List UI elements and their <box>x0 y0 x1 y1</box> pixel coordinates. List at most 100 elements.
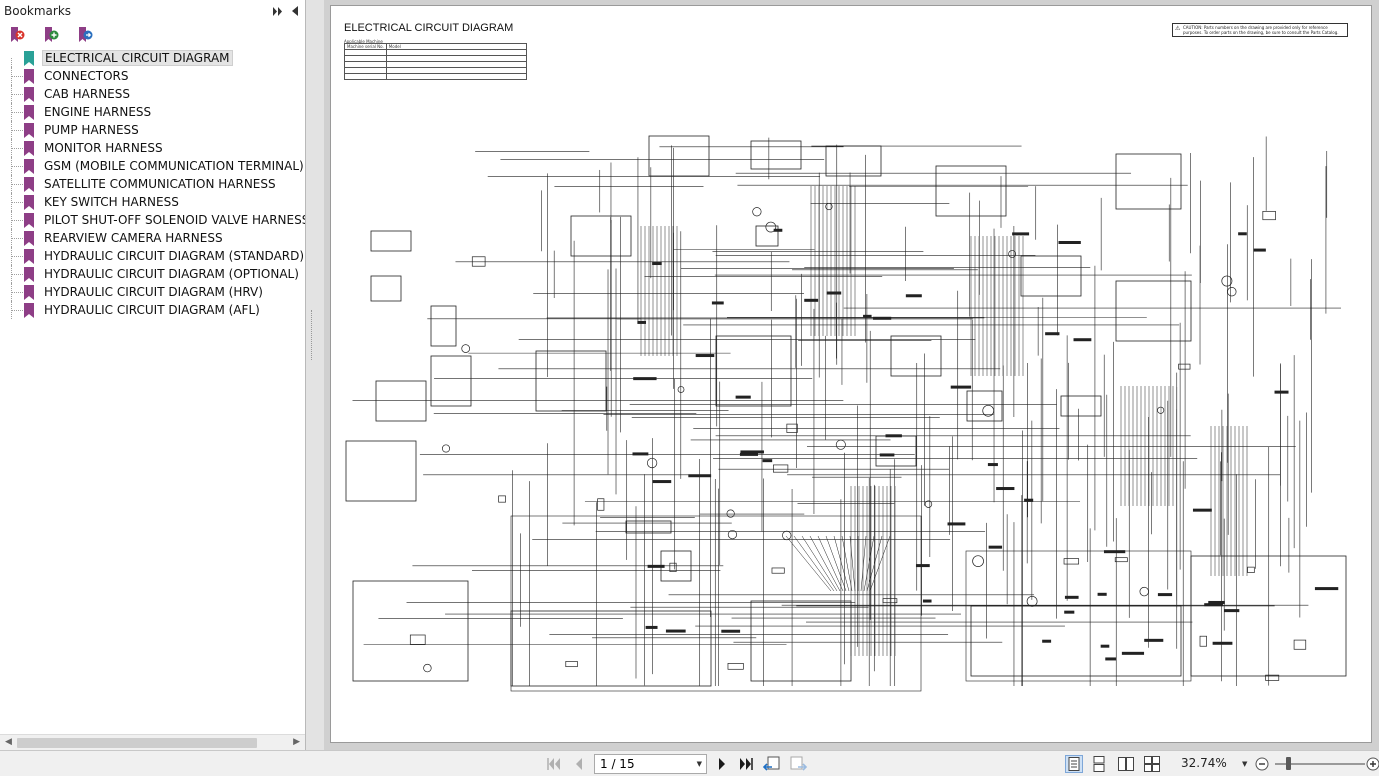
bookmark-icon <box>24 122 34 138</box>
bookmark-item[interactable]: ELECTRICAL CIRCUIT DIAGRAM <box>0 49 305 67</box>
add-bookmark-icon[interactable] <box>42 26 60 44</box>
bookmark-label: KEY SWITCH HARNESS <box>44 195 179 209</box>
continuous-view-icon[interactable] <box>1090 755 1108 773</box>
applicable-machine-table: Machine serial No. Model <box>344 43 527 80</box>
bookmark-icon <box>24 176 34 192</box>
bookmark-icon <box>24 248 34 264</box>
bookmark-label: CONNECTORS <box>44 69 129 83</box>
triangle-left-icon[interactable] <box>288 4 302 18</box>
tree-connector <box>11 229 23 247</box>
bookmark-icon <box>24 266 34 282</box>
bookmark-label: SATELLITE COMMUNICATION HARNESS <box>44 177 276 191</box>
zoom-dropdown-icon[interactable]: ▼ <box>1242 760 1248 768</box>
bookmark-icon <box>24 194 34 210</box>
tree-connector <box>11 139 23 157</box>
bookmark-label: HYDRAULIC CIRCUIT DIAGRAM (AFL) <box>44 303 260 317</box>
bookmark-item[interactable]: HYDRAULIC CIRCUIT DIAGRAM (STANDARD) <box>0 247 305 265</box>
bookmark-icon <box>24 230 34 246</box>
go-to-bookmark-icon[interactable] <box>76 26 94 44</box>
bookmark-icon <box>24 158 34 174</box>
sidebar-horizontal-scrollbar[interactable]: ◀ ▶ <box>0 734 305 750</box>
next-page-icon[interactable] <box>713 755 731 773</box>
bookmarks-title: Bookmarks <box>4 4 72 18</box>
panel-splitter[interactable] <box>306 0 324 750</box>
tree-connector <box>11 247 23 265</box>
page-number-field[interactable]: 1 / 15 ▼ <box>594 754 707 774</box>
tree-connector <box>11 121 23 139</box>
zoom-out-icon[interactable] <box>1253 755 1271 773</box>
bookmark-item[interactable]: HYDRAULIC CIRCUIT DIAGRAM (HRV) <box>0 283 305 301</box>
scroll-left-icon[interactable]: ◀ <box>5 737 12 747</box>
bookmark-label: REARVIEW CAMERA HARNESS <box>44 231 223 245</box>
previous-view-icon[interactable] <box>763 755 781 773</box>
bookmark-icon <box>24 140 34 156</box>
chevron-down-icon[interactable]: ▼ <box>696 760 702 768</box>
bookmark-list: ELECTRICAL CIRCUIT DIAGRAM CONNECTORS CAB … <box>0 49 305 319</box>
bookmark-item[interactable]: SATELLITE COMMUNICATION HARNESS <box>0 175 305 193</box>
tree-connector <box>11 58 23 67</box>
bookmark-label: PUMP HARNESS <box>44 123 139 137</box>
bookmark-icon <box>24 50 34 66</box>
bookmark-label: PILOT SHUT-OFF SOLENOID VALVE HARNESS <box>44 213 305 227</box>
bookmarks-toolbar <box>0 22 305 48</box>
bookmark-item[interactable]: CONNECTORS <box>0 67 305 85</box>
bookmark-item[interactable]: ENGINE HARNESS <box>0 103 305 121</box>
tree-connector <box>11 67 23 85</box>
single-page-view-icon[interactable] <box>1065 755 1083 773</box>
zoom-slider[interactable] <box>1275 763 1365 765</box>
bookmark-item[interactable]: REARVIEW CAMERA HARNESS <box>0 229 305 247</box>
tree-connector <box>11 193 23 211</box>
two-page-continuous-view-icon[interactable] <box>1143 755 1161 773</box>
next-view-icon[interactable] <box>790 755 808 773</box>
bookmark-label: CAB HARNESS <box>44 87 130 101</box>
two-page-view-icon[interactable] <box>1117 755 1135 773</box>
bookmark-label: HYDRAULIC CIRCUIT DIAGRAM (STANDARD) <box>44 249 305 263</box>
tree-connector <box>11 157 23 175</box>
bookmark-item[interactable]: GSM (MOBILE COMMUNICATION TERMINAL) HA <box>0 157 305 175</box>
bookmark-label: MONITOR HARNESS <box>44 141 163 155</box>
bookmark-icon <box>24 212 34 228</box>
bookmarks-panel: Bookmarks ELECTRICAL CIRCUIT DIAGRAM CONN… <box>0 0 306 750</box>
bookmark-item[interactable]: PILOT SHUT-OFF SOLENOID VALVE HARNESS <box>0 211 305 229</box>
scroll-right-icon[interactable]: ▶ <box>293 737 300 747</box>
tree-connector <box>11 175 23 193</box>
splitter-grip[interactable] <box>311 310 314 360</box>
spec-header-serial: Machine serial No. <box>344 43 387 50</box>
bookmark-label: ENGINE HARNESS <box>44 105 152 119</box>
double-chevron-right-icon[interactable] <box>271 4 285 18</box>
pdf-page: ELECTRICAL CIRCUIT DIAGRAM ⚠ CAUTION: Pa… <box>330 5 1372 743</box>
bookmark-icon <box>24 68 34 84</box>
tree-connector <box>11 211 23 229</box>
tree-connector <box>11 301 23 319</box>
page-title: ELECTRICAL CIRCUIT DIAGRAM <box>344 22 514 34</box>
bookmark-item[interactable]: CAB HARNESS <box>0 85 305 103</box>
previous-page-icon[interactable] <box>570 755 588 773</box>
bookmark-item[interactable]: KEY SWITCH HARNESS <box>0 193 305 211</box>
caution-box: ⚠ CAUTION: Parts numbers on the drawing … <box>1172 23 1348 37</box>
bookmarks-header: Bookmarks <box>0 0 305 22</box>
bookmark-icon <box>24 86 34 102</box>
bookmark-label: HYDRAULIC CIRCUIT DIAGRAM (HRV) <box>44 285 263 299</box>
bookmark-item[interactable]: HYDRAULIC CIRCUIT DIAGRAM (OPTIONAL) <box>0 265 305 283</box>
zoom-in-icon[interactable] <box>1364 755 1379 773</box>
navigation-bar: 1 / 15 ▼ 32.74% ▼ <box>0 750 1379 776</box>
document-view[interactable]: ELECTRICAL CIRCUIT DIAGRAM ⚠ CAUTION: Pa… <box>324 0 1379 750</box>
zoom-slider-thumb[interactable] <box>1286 757 1291 770</box>
bookmark-item[interactable]: MONITOR HARNESS <box>0 139 305 157</box>
wiring-diagram <box>345 135 1347 692</box>
delete-bookmark-icon[interactable] <box>8 26 26 44</box>
warning-icon: ⚠ <box>1175 25 1181 32</box>
first-page-icon[interactable] <box>545 755 563 773</box>
bookmark-item[interactable]: PUMP HARNESS <box>0 121 305 139</box>
page-number-value: 1 / 15 <box>600 757 635 771</box>
scrollbar-thumb[interactable] <box>17 738 257 748</box>
zoom-level[interactable]: 32.74% <box>1181 756 1227 770</box>
bookmark-icon <box>24 302 34 318</box>
bookmark-icon <box>24 284 34 300</box>
bookmark-item[interactable]: HYDRAULIC CIRCUIT DIAGRAM (AFL) <box>0 301 305 319</box>
last-page-icon[interactable] <box>737 755 755 773</box>
bookmark-label: ELECTRICAL CIRCUIT DIAGRAM <box>42 50 233 66</box>
bookmark-label: GSM (MOBILE COMMUNICATION TERMINAL) HA <box>44 159 305 173</box>
caution-text: CAUTION: Parts numbers on the drawing ar… <box>1183 25 1339 35</box>
